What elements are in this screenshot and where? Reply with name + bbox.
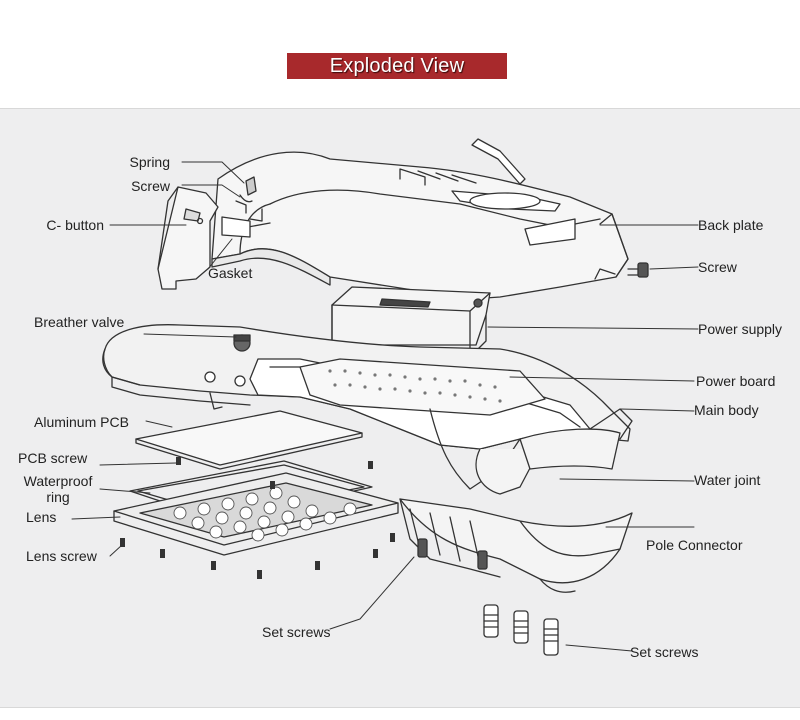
label-gasket: Gasket bbox=[208, 265, 253, 281]
label-spring: Spring bbox=[129, 154, 170, 170]
lens-part bbox=[113, 472, 399, 556]
label-waterproof-ring-line2: ring bbox=[46, 489, 70, 505]
label-waterproof-ring-line1: Waterproof bbox=[23, 473, 93, 489]
c-button-bracket bbox=[157, 186, 219, 290]
label-main-body: Main body bbox=[694, 402, 759, 418]
label-aluminum-pcb: Aluminum PCB bbox=[34, 414, 129, 430]
label-pcb-screw: PCB screw bbox=[18, 450, 88, 466]
page-title: Exploded View bbox=[329, 54, 465, 77]
lens-screws bbox=[120, 533, 395, 579]
top-cover bbox=[211, 138, 629, 300]
label-waterproof-ring: Waterproof ring bbox=[14, 473, 102, 505]
set-screws-bottom bbox=[483, 604, 559, 656]
label-breather-valve: Breather valve bbox=[34, 314, 125, 330]
label-set-screws-left: Set screws bbox=[262, 624, 331, 640]
set-screws-top bbox=[417, 538, 488, 570]
main-body-housing bbox=[102, 324, 633, 495]
title-banner: Exploded View bbox=[287, 53, 507, 79]
label-pole-connector: Pole Connector bbox=[646, 537, 743, 553]
label-lens: Lens bbox=[26, 509, 57, 525]
pole-connector-part bbox=[399, 428, 633, 593]
screw-right-part bbox=[627, 262, 649, 278]
label-back-plate: Back plate bbox=[698, 217, 764, 233]
pcb-screws bbox=[176, 457, 373, 489]
leader-lines bbox=[71, 161, 699, 652]
exploded-view-drawing bbox=[71, 138, 699, 656]
label-screw-right: Screw bbox=[698, 259, 737, 275]
label-lens-screw: Lens screw bbox=[26, 548, 97, 564]
diagram-panel bbox=[0, 108, 800, 708]
label-water-joint: Water joint bbox=[694, 472, 761, 488]
aluminum-pcb-part bbox=[135, 410, 363, 470]
label-set-screws-right: Set screws bbox=[630, 644, 699, 660]
label-power-supply: Power supply bbox=[698, 321, 783, 337]
label-screw-left: Screw bbox=[131, 178, 170, 194]
spring-screw-left bbox=[235, 176, 257, 214]
label-power-board: Power board bbox=[696, 373, 776, 389]
label-c-button: C- button bbox=[46, 217, 104, 233]
